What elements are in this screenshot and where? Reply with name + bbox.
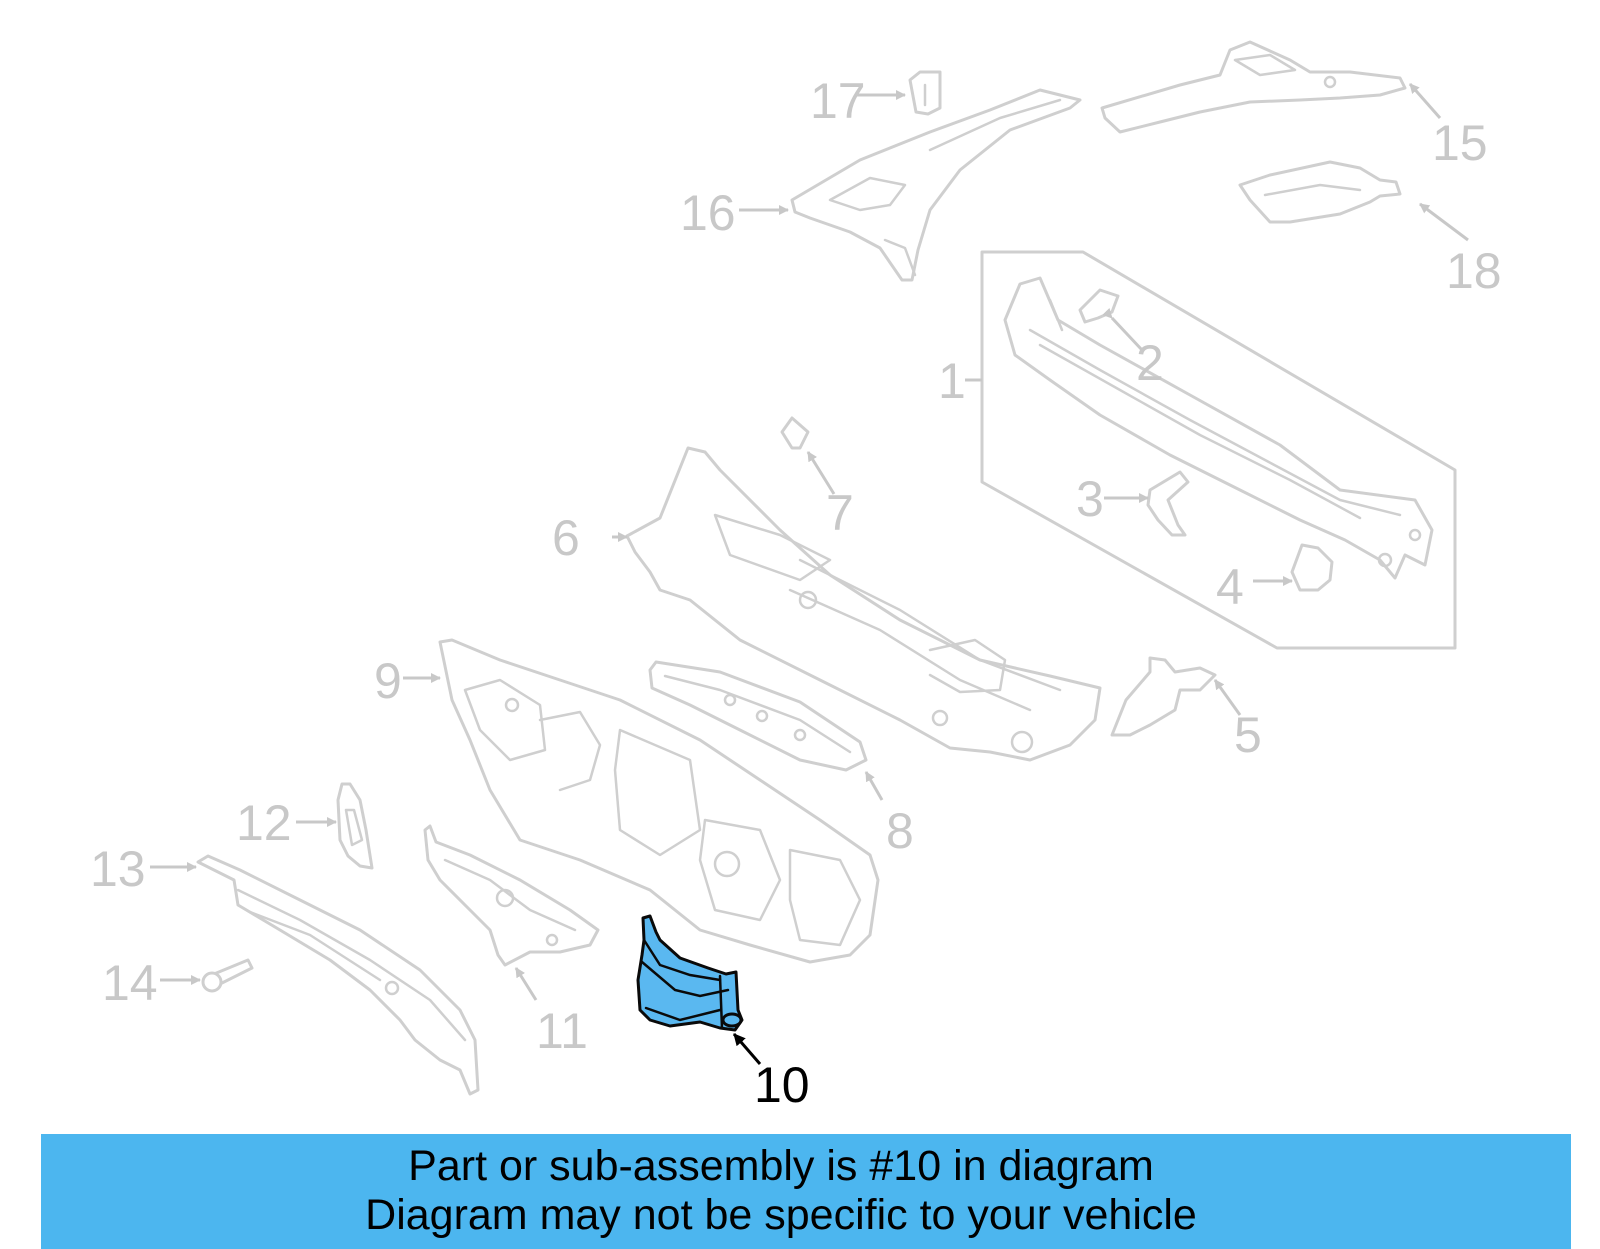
part-7-clip bbox=[780, 416, 836, 495]
banner-disclaimer: Diagram may not be specific to your vehi… bbox=[365, 1191, 1197, 1239]
part-11-bracket bbox=[423, 824, 600, 1001]
callout-9: 9 bbox=[374, 653, 402, 709]
callout-13: 13 bbox=[90, 841, 146, 897]
banner-part-notice: Part or sub-assembly is #10 in diagram bbox=[408, 1142, 1154, 1190]
callout-14: 14 bbox=[102, 955, 158, 1011]
callout-6: 6 bbox=[552, 510, 580, 566]
callout-2: 2 bbox=[1136, 335, 1164, 391]
part-4-bracket bbox=[1253, 543, 1334, 592]
callout-16: 16 bbox=[680, 185, 736, 241]
part-8-reinforcement bbox=[648, 660, 884, 801]
callout-1: 1 bbox=[938, 353, 966, 409]
part-9-dash-panel bbox=[438, 638, 880, 964]
part-16-cowl-side bbox=[739, 88, 1082, 282]
callout-15: 15 bbox=[1432, 115, 1488, 171]
info-banner: Part or sub-assembly is #10 in diagram D… bbox=[41, 1134, 1571, 1249]
callout-17: 17 bbox=[810, 73, 866, 129]
part-18-seal bbox=[1238, 160, 1469, 242]
callout-5: 5 bbox=[1234, 707, 1262, 763]
part-12-plate bbox=[296, 782, 374, 870]
part-2-bracket bbox=[1078, 288, 1144, 352]
callout-3: 3 bbox=[1076, 471, 1104, 527]
part-1-cowl-panel bbox=[1003, 276, 1434, 580]
part-13-crossmember bbox=[150, 854, 480, 1096]
callout-18: 18 bbox=[1446, 243, 1502, 299]
callout-8: 8 bbox=[886, 803, 914, 859]
part-17-clip bbox=[855, 70, 942, 116]
part-15-cowl-extension bbox=[1100, 40, 1442, 134]
callout-4: 4 bbox=[1216, 559, 1244, 615]
part-14-bolt bbox=[160, 958, 254, 993]
callout-7: 7 bbox=[826, 485, 854, 541]
part-5-bracket bbox=[1110, 656, 1242, 737]
callout-11: 11 bbox=[536, 1003, 588, 1059]
part-3-bracket bbox=[1104, 470, 1190, 537]
part-10-highlighted bbox=[636, 914, 744, 1032]
callout-12: 12 bbox=[236, 795, 292, 851]
part-6-dash-upper bbox=[625, 446, 1102, 762]
part-1-group-frame bbox=[965, 250, 1457, 650]
callout-10: 10 bbox=[754, 1057, 810, 1113]
